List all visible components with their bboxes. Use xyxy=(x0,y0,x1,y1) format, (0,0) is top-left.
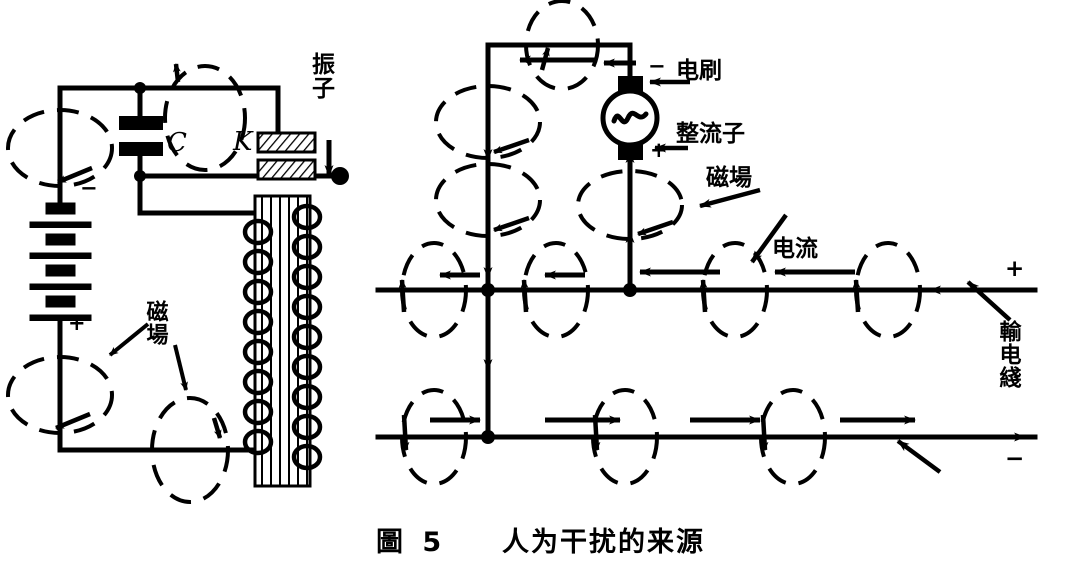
oscillator-label: 振子 xyxy=(307,52,334,100)
battery-positive-sign: + xyxy=(68,311,86,335)
battery-negative-sign: − xyxy=(80,176,98,200)
line-negative-sign: − xyxy=(1005,446,1025,472)
right-junction-dots xyxy=(481,283,637,444)
right-circuit-wires xyxy=(375,42,1038,440)
spark-gap-label: K xyxy=(233,127,253,157)
antenna-ball xyxy=(331,167,349,185)
left-field-pointer-arrows xyxy=(108,322,188,391)
right-field-loop-genlead xyxy=(576,169,684,241)
generator xyxy=(600,88,660,148)
caption-title: 人为干扰的来源 xyxy=(502,527,705,558)
right-field-loops-vertical xyxy=(434,84,542,238)
figure-caption: 圖 5 人为干扰的来源 xyxy=(0,520,1081,559)
left-field-arrows xyxy=(55,63,223,439)
left-field-loops xyxy=(6,64,247,504)
right-field-loop-topwire xyxy=(524,0,600,91)
commutator-label: 整流子 xyxy=(676,121,745,147)
capacitor-plates xyxy=(119,116,163,156)
right-label-pointer-arrows xyxy=(649,77,1012,474)
induction-coil xyxy=(242,194,323,488)
lower-line-field-loops xyxy=(400,388,827,486)
capacitor-label: C xyxy=(167,128,187,158)
right-magnetic-field-label: 磁場 xyxy=(706,165,752,191)
current-direction-arrows xyxy=(430,55,1026,442)
left-junction-dots xyxy=(134,82,146,182)
brush-label: 电刷 xyxy=(676,58,722,84)
battery xyxy=(29,202,92,321)
generator-positive-sign: + xyxy=(650,138,668,162)
current-label: 电流 xyxy=(772,236,818,262)
left-magnetic-field-label: 磁場 xyxy=(142,300,168,346)
caption-number: 5 xyxy=(422,527,444,558)
spark-gap-electrodes xyxy=(256,131,317,181)
brush-top xyxy=(618,76,643,92)
transmission-line-label: 輸电綫 xyxy=(995,320,1021,389)
line-positive-sign: + xyxy=(1005,256,1025,282)
caption-label: 圖 xyxy=(375,527,405,558)
generator-negative-sign: − xyxy=(648,54,666,78)
